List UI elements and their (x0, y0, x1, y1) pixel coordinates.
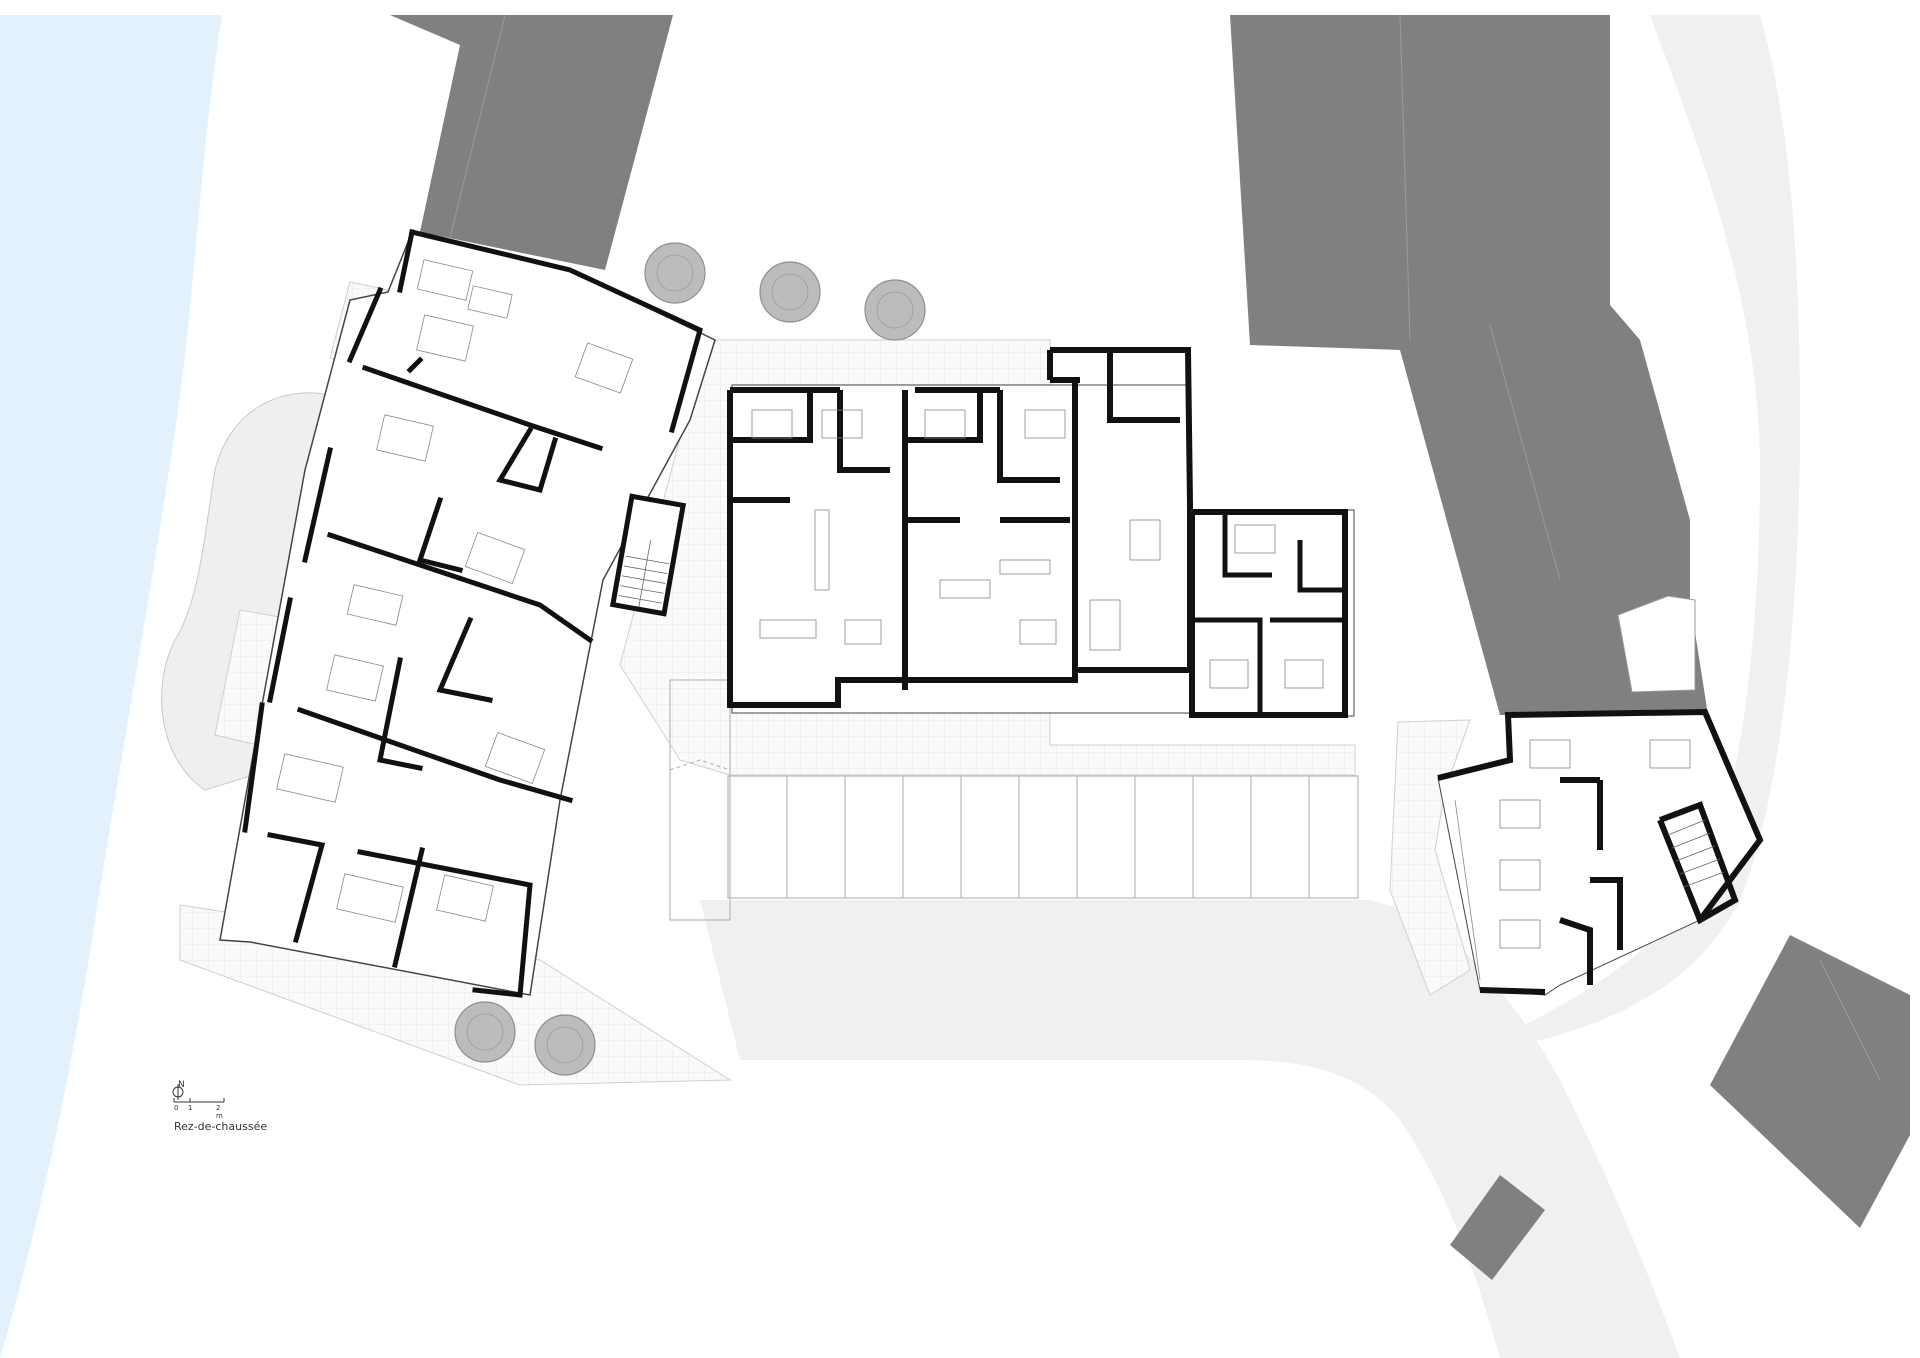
water-area (0, 15, 222, 1358)
east-building (1437, 708, 1764, 996)
parking-bays (669, 679, 1359, 921)
neighbour-court (1617, 595, 1696, 693)
street-area (700, 900, 1680, 1358)
scale-label-2: 2 m (216, 1104, 223, 1120)
east-wing (1189, 509, 1355, 718)
tree (759, 261, 821, 323)
neighbour-building-south-east (1710, 935, 1910, 1228)
central-building (727, 347, 1193, 714)
ground-right (1470, 15, 1800, 1050)
scale-label-1: 1 (188, 1104, 193, 1112)
trees (454, 242, 926, 1076)
tree (644, 242, 706, 304)
neighbour-shed (1450, 1175, 1545, 1280)
drawing-title: Rez-de-chaussée (174, 1120, 268, 1133)
tree (864, 279, 926, 341)
neighbour-buildings (390, 15, 1910, 1280)
central-building-walls (727, 347, 1193, 708)
east-wing-walls (1189, 509, 1348, 718)
scale-label-0: 0 (174, 1104, 179, 1112)
east-building-slab (1437, 711, 1761, 996)
pond-shape (161, 392, 331, 791)
north-label: N (178, 1080, 185, 1090)
neighbour-building-north-right (1230, 15, 1708, 715)
neighbour-building-north-left (390, 15, 673, 270)
west-building-outline (219, 231, 716, 996)
east-wing-slab (1191, 509, 1355, 717)
central-building-slab (731, 384, 1191, 714)
tree (454, 1001, 516, 1063)
west-building (219, 228, 716, 998)
tree (534, 1014, 596, 1076)
scale-bar (172, 1084, 225, 1103)
terrace-east (1389, 719, 1471, 996)
